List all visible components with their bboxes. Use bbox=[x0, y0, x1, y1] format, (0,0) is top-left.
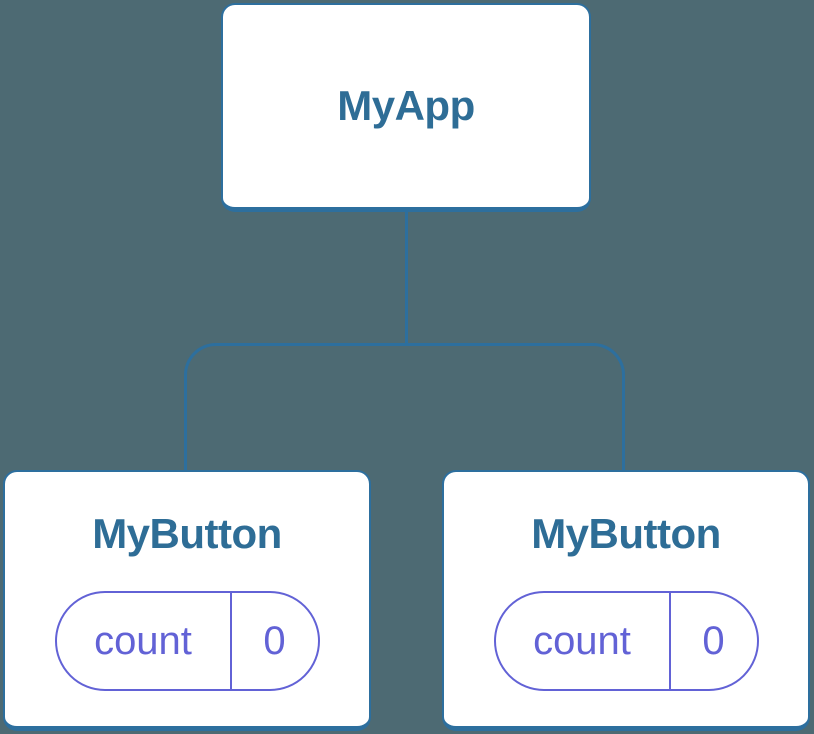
state-pill-right: count 0 bbox=[493, 591, 759, 691]
node-mybutton-left-label: MyButton bbox=[92, 510, 282, 557]
node-mybutton-left: MyButton count 0 bbox=[3, 470, 371, 731]
connector-stem bbox=[405, 210, 408, 345]
node-mybutton-right: MyButton count 0 bbox=[442, 470, 810, 731]
node-myapp-label: MyApp bbox=[337, 82, 475, 129]
connector-bracket bbox=[184, 343, 625, 470]
state-key-label: count bbox=[94, 618, 192, 663]
state-divider bbox=[668, 593, 671, 689]
node-mybutton-right-label: MyButton bbox=[531, 510, 721, 557]
state-value: 0 bbox=[263, 618, 286, 663]
node-myapp: MyApp bbox=[221, 3, 591, 212]
state-value: 0 bbox=[702, 618, 725, 663]
state-divider bbox=[229, 593, 232, 689]
state-pill-left: count 0 bbox=[54, 591, 320, 691]
state-key-label: count bbox=[533, 618, 631, 663]
